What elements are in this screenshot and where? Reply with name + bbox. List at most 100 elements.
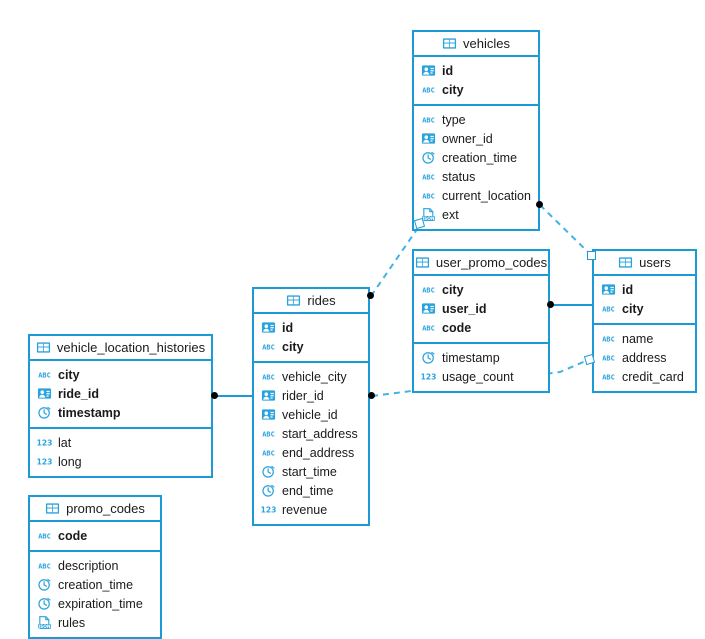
abc-string-icon: ABC <box>602 336 615 344</box>
svg-text:ABC: ABC <box>422 117 435 125</box>
primary-key-column-ride_id[interactable]: ride_id <box>30 384 211 403</box>
column-label: type <box>442 112 466 127</box>
edge-endpoint-upc-users <box>547 301 554 308</box>
table-icon <box>442 38 457 49</box>
abc-string-icon: ABC <box>422 193 435 201</box>
column-creation_time[interactable]: creation_time <box>30 575 160 594</box>
column-label: code <box>58 528 88 543</box>
column-timestamp[interactable]: timestamp <box>414 348 548 367</box>
entity-header-vehicle_location_histories[interactable]: vehicle_location_histories <box>30 336 211 361</box>
abc-string-icon: ABC <box>262 431 275 439</box>
entity-header-rides[interactable]: rides <box>254 289 368 314</box>
column-start_time[interactable]: start_time <box>254 462 368 481</box>
primary-key-column-id[interactable]: id <box>414 61 538 80</box>
column-label: start_address <box>282 426 358 441</box>
column-label: ext <box>442 207 459 222</box>
svg-text:123: 123 <box>261 506 276 515</box>
column-type[interactable]: ABC type <box>414 110 538 129</box>
abc-string-icon: ABC <box>38 563 51 571</box>
json-document-icon: JSON <box>38 616 51 630</box>
primary-key-icon <box>261 409 276 420</box>
svg-text:ABC: ABC <box>38 372 51 380</box>
svg-text:JSON: JSON <box>38 624 51 630</box>
column-label: owner_id <box>442 131 493 146</box>
column-rider_id[interactable]: rider_id <box>254 386 368 405</box>
column-label: status <box>442 169 476 184</box>
column-label: timestamp <box>442 350 500 365</box>
svg-text:ABC: ABC <box>602 355 615 363</box>
clock-timestamp-icon <box>262 484 275 497</box>
column-label: creation_time <box>58 577 134 592</box>
svg-text:ABC: ABC <box>422 287 435 295</box>
column-label: current_location <box>442 188 531 203</box>
entity-header-promo_codes[interactable]: promo_codes <box>30 497 160 522</box>
column-owner_id[interactable]: owner_id <box>414 129 538 148</box>
entity-title: rides <box>307 293 336 308</box>
column-current_location[interactable]: ABC current_location <box>414 186 538 205</box>
primary-key-column-timestamp[interactable]: timestamp <box>30 403 211 422</box>
primary-key-column-id[interactable]: id <box>254 318 368 337</box>
column-creation_time[interactable]: creation_time <box>414 148 538 167</box>
primary-key-column-id[interactable]: id <box>594 280 695 299</box>
svg-text:ABC: ABC <box>422 325 435 333</box>
table-icon <box>415 257 429 268</box>
column-vehicle_id[interactable]: vehicle_id <box>254 405 368 424</box>
column-start_address[interactable]: ABC start_address <box>254 424 368 443</box>
entity-title: promo_codes <box>66 501 145 516</box>
column-expiration_time[interactable]: expiration_time <box>30 594 160 613</box>
entity-header-vehicles[interactable]: vehicles <box>414 32 538 57</box>
abc-string-icon: ABC <box>602 306 615 314</box>
column-label: timestamp <box>58 405 121 420</box>
column-label: usage_count <box>442 369 514 384</box>
clock-timestamp-icon <box>422 351 435 364</box>
primary-key-column-user_id[interactable]: user_id <box>414 299 548 318</box>
svg-text:ABC: ABC <box>262 374 275 382</box>
column-label: rider_id <box>282 388 324 403</box>
entity-header-user_promo_codes[interactable]: user_promo_codes <box>414 251 548 276</box>
abc-string-icon: ABC <box>602 374 615 382</box>
svg-text:123: 123 <box>37 439 52 448</box>
clock-timestamp-icon <box>38 406 51 419</box>
clock-timestamp-icon <box>38 578 51 591</box>
primary-key-icon <box>37 388 52 399</box>
entity-header-users[interactable]: users <box>594 251 695 276</box>
table-icon <box>36 342 50 353</box>
svg-text:ABC: ABC <box>262 450 275 458</box>
column-end_time[interactable]: end_time <box>254 481 368 500</box>
svg-text:ABC: ABC <box>602 374 615 382</box>
abc-string-icon: ABC <box>422 117 435 125</box>
edge-endpoint-vlh-rides <box>211 392 218 399</box>
